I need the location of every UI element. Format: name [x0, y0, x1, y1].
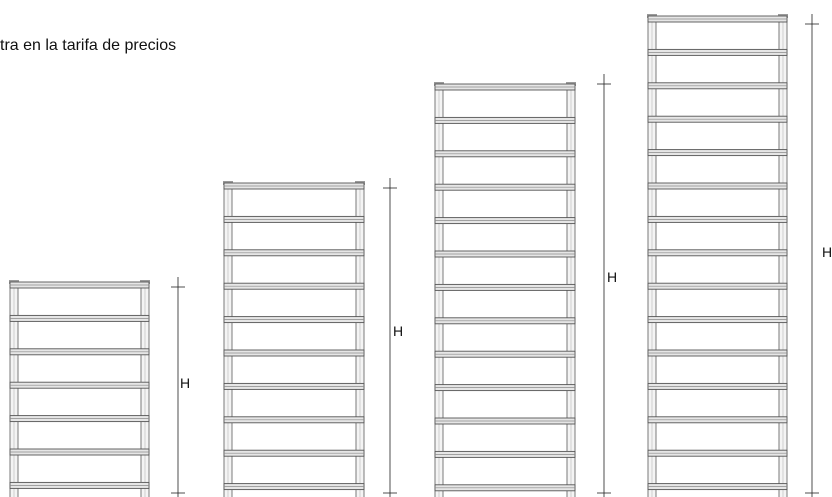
height-label: H: [393, 323, 403, 339]
caption-text: tra en la tarifa de precios: [0, 37, 177, 54]
radiator-2: H: [223, 178, 403, 497]
height-label: H: [822, 244, 832, 260]
radiator-3: H: [434, 74, 617, 497]
height-label: H: [180, 375, 190, 391]
radiator-1: H: [9, 277, 190, 497]
height-label: H: [607, 269, 617, 285]
radiator-4: H: [647, 14, 832, 497]
